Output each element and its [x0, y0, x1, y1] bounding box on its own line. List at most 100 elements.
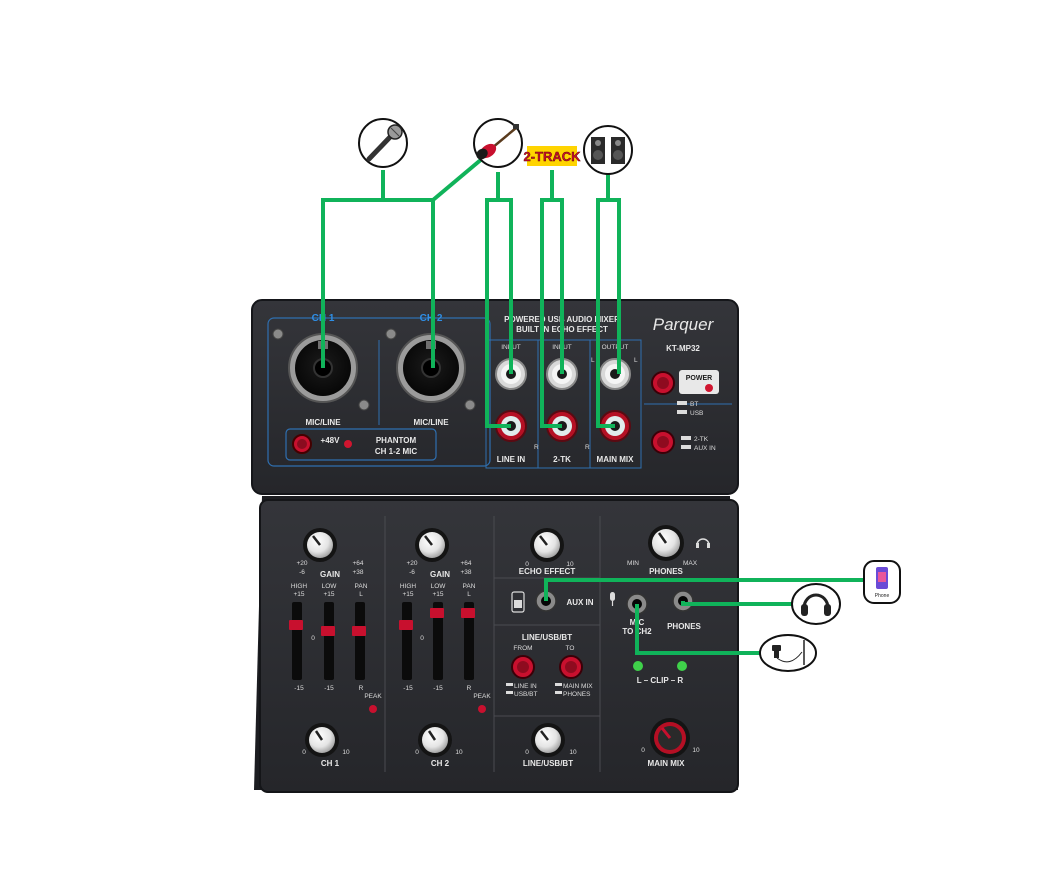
mic-small-icon	[610, 592, 615, 606]
main-mix-knob[interactable]	[650, 718, 690, 758]
high-minus-ch2: -15	[403, 685, 413, 692]
zero-ch2: 0	[420, 635, 424, 642]
echo-effect-label: ECHO EFFECT	[519, 567, 576, 576]
line-usb-bt-knob-label: LINE/USB/BT	[523, 759, 573, 768]
echo-effect-knob[interactable]	[530, 528, 564, 562]
zero-ch1: 0	[311, 635, 315, 642]
brand-model: KT-MP32	[666, 344, 700, 353]
lub-max: 10	[569, 749, 577, 756]
low-minus-ch2: -15	[433, 685, 443, 692]
headphone-small-icon	[696, 538, 710, 548]
phantom-label: PHANTOM	[376, 436, 417, 445]
gain-knob-ch1[interactable]	[303, 528, 337, 562]
pan-label-ch1: PAN	[355, 583, 368, 590]
gain-ch1-right-top: +64	[352, 560, 363, 567]
usb-label: USB	[690, 410, 703, 417]
level-knob-ch1[interactable]	[305, 723, 339, 757]
phones-jack-label: PHONES	[667, 622, 701, 631]
ch1-level-min: 0	[302, 749, 306, 756]
power-indicator	[679, 370, 719, 394]
gain-ch1-left-top: +20	[296, 560, 307, 567]
low-label-ch2: LOW	[431, 583, 447, 590]
clip-label: L – CLIP – R	[637, 676, 684, 685]
microphone-icon	[358, 118, 408, 168]
rca-l-3: L	[634, 357, 638, 364]
aux-in-label-top: AUX IN	[694, 445, 716, 452]
phantom-sublabel: CH 1-2 MIC	[375, 447, 417, 456]
low-eq-slider-ch1[interactable]	[321, 602, 335, 680]
from-button[interactable]	[511, 655, 535, 679]
rca-output-label: OUTPUT	[602, 344, 629, 351]
clip-led-right	[677, 661, 687, 671]
low-label-ch1: LOW	[322, 583, 338, 590]
gain-ch2-left-top: +20	[406, 560, 417, 567]
to-phones: PHONES	[563, 691, 591, 698]
rca-l-2: L	[591, 357, 595, 364]
peak-led-ch1	[369, 705, 377, 713]
gain-knob-ch2[interactable]	[415, 528, 449, 562]
two-tk-label: 2-TK	[553, 455, 571, 464]
gain-label-ch1: GAIN	[320, 570, 340, 579]
xlr-input-ch2[interactable]	[396, 333, 466, 403]
ch2-level-max: 10	[455, 749, 463, 756]
line-usb-bt-title: LINE/USB/BT	[522, 633, 572, 642]
ch2-level-min: 0	[415, 749, 419, 756]
rca-main-out-left[interactable]	[599, 358, 631, 390]
gain-ch2-right-bot: +38	[460, 569, 471, 576]
phone-badge-label: Phone	[875, 593, 890, 599]
gain-ch1-right-bot: +38	[352, 569, 363, 576]
main-mix-min: 0	[641, 747, 645, 754]
mic-line-label-ch2: MIC/LINE	[413, 418, 449, 427]
two-track-badge: 2-TRACK	[523, 146, 581, 166]
phones-knob-label: PHONES	[649, 567, 683, 576]
phones-min: MIN	[627, 560, 639, 567]
clip-led-left	[633, 661, 643, 671]
gain-ch2-left-bot: -6	[409, 569, 415, 576]
rca-r-1: R	[534, 444, 539, 451]
connector-lines	[321, 156, 864, 655]
headphones-icon	[791, 583, 841, 625]
from-line-in: LINE IN	[514, 683, 537, 690]
high-eq-slider-ch1[interactable]	[289, 602, 303, 680]
phones-max: MAX	[683, 560, 698, 567]
brand-logo: Parquer	[653, 315, 715, 334]
line-usb-bt-knob[interactable]	[531, 723, 565, 757]
peak-label-ch1: PEAK	[364, 693, 382, 700]
aux-in-label: AUX IN	[566, 598, 593, 607]
high-eq-slider-ch2[interactable]	[399, 602, 413, 680]
speaker-icon	[583, 125, 633, 175]
to-button[interactable]	[559, 655, 583, 679]
high-plus-ch1: +15	[293, 591, 304, 598]
front-panel	[254, 496, 739, 793]
phantom-button[interactable]	[292, 434, 312, 454]
phantom-led	[344, 440, 352, 448]
pan-slider-ch2[interactable]	[461, 602, 475, 680]
phones-level-knob[interactable]	[648, 525, 684, 561]
device-icon	[511, 591, 525, 613]
low-plus-ch1: +15	[323, 591, 334, 598]
main-mix-out-label: MAIN MIX	[597, 455, 635, 464]
gain-label-ch2: GAIN	[430, 570, 450, 579]
ch1-front-label: CH 1	[321, 759, 340, 768]
pan-r-ch2: R	[467, 685, 472, 692]
smartphone-icon: Phone	[863, 560, 901, 604]
to-label: TO	[566, 645, 575, 652]
gain-ch1-left-bot: -6	[299, 569, 305, 576]
pan-l-ch1: L	[359, 591, 363, 598]
bt-label: BT	[690, 401, 698, 408]
pan-l-ch2: L	[467, 591, 471, 598]
rca-r-2: R	[585, 444, 590, 451]
bt-usb-button[interactable]	[651, 371, 675, 395]
main-mix-max: 10	[692, 747, 700, 754]
pan-slider-ch1[interactable]	[352, 602, 366, 680]
low-eq-slider-ch2[interactable]	[430, 602, 444, 680]
level-knob-ch2[interactable]	[418, 723, 452, 757]
2tk-label: 2-TK	[694, 436, 709, 443]
gain-ch2-right-top: +64	[460, 560, 471, 567]
2tk-aux-button[interactable]	[651, 430, 675, 454]
to-main-mix: MAIN MIX	[563, 683, 593, 690]
ch1-level-max: 10	[342, 749, 350, 756]
low-minus-ch1: -15	[324, 685, 334, 692]
mic-line-label-ch1: MIC/LINE	[305, 418, 341, 427]
